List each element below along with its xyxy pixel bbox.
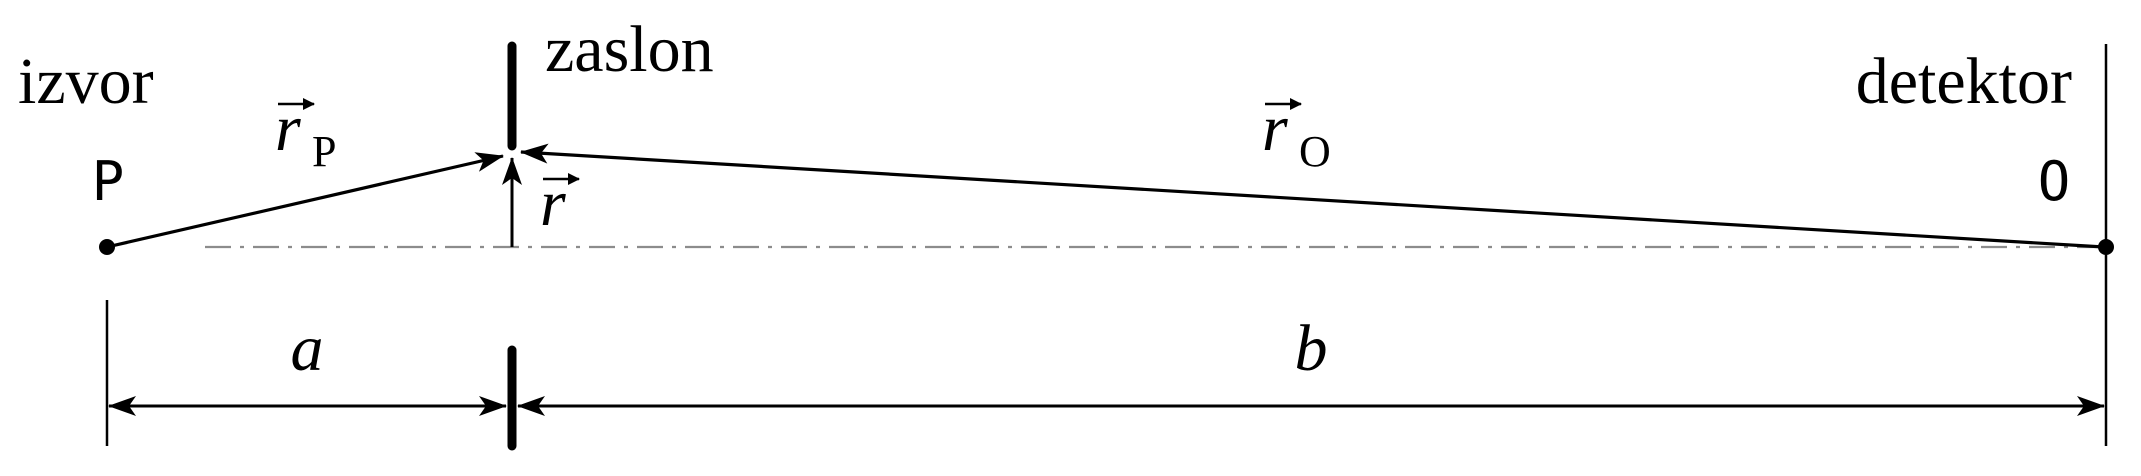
- svg-text:O: O: [1299, 127, 1331, 176]
- label-source: izvor: [18, 45, 154, 118]
- label-vector-r: r: [540, 167, 580, 240]
- label-detector: detektor: [1856, 45, 2072, 118]
- label-point-P: P: [92, 150, 125, 213]
- label-vector-r-P: r P: [275, 92, 336, 176]
- label-distance-a: a: [291, 312, 324, 385]
- source-point: [99, 239, 115, 255]
- vector-r-P: [106, 152, 504, 249]
- svg-text:P: P: [312, 127, 336, 176]
- label-screen: zaslon: [545, 13, 714, 86]
- label-vector-r-O: r O: [1262, 92, 1331, 176]
- vector-r-O: [520, 143, 2105, 249]
- label-point-O: O: [2038, 150, 2071, 213]
- label-distance-b: b: [1295, 312, 1328, 385]
